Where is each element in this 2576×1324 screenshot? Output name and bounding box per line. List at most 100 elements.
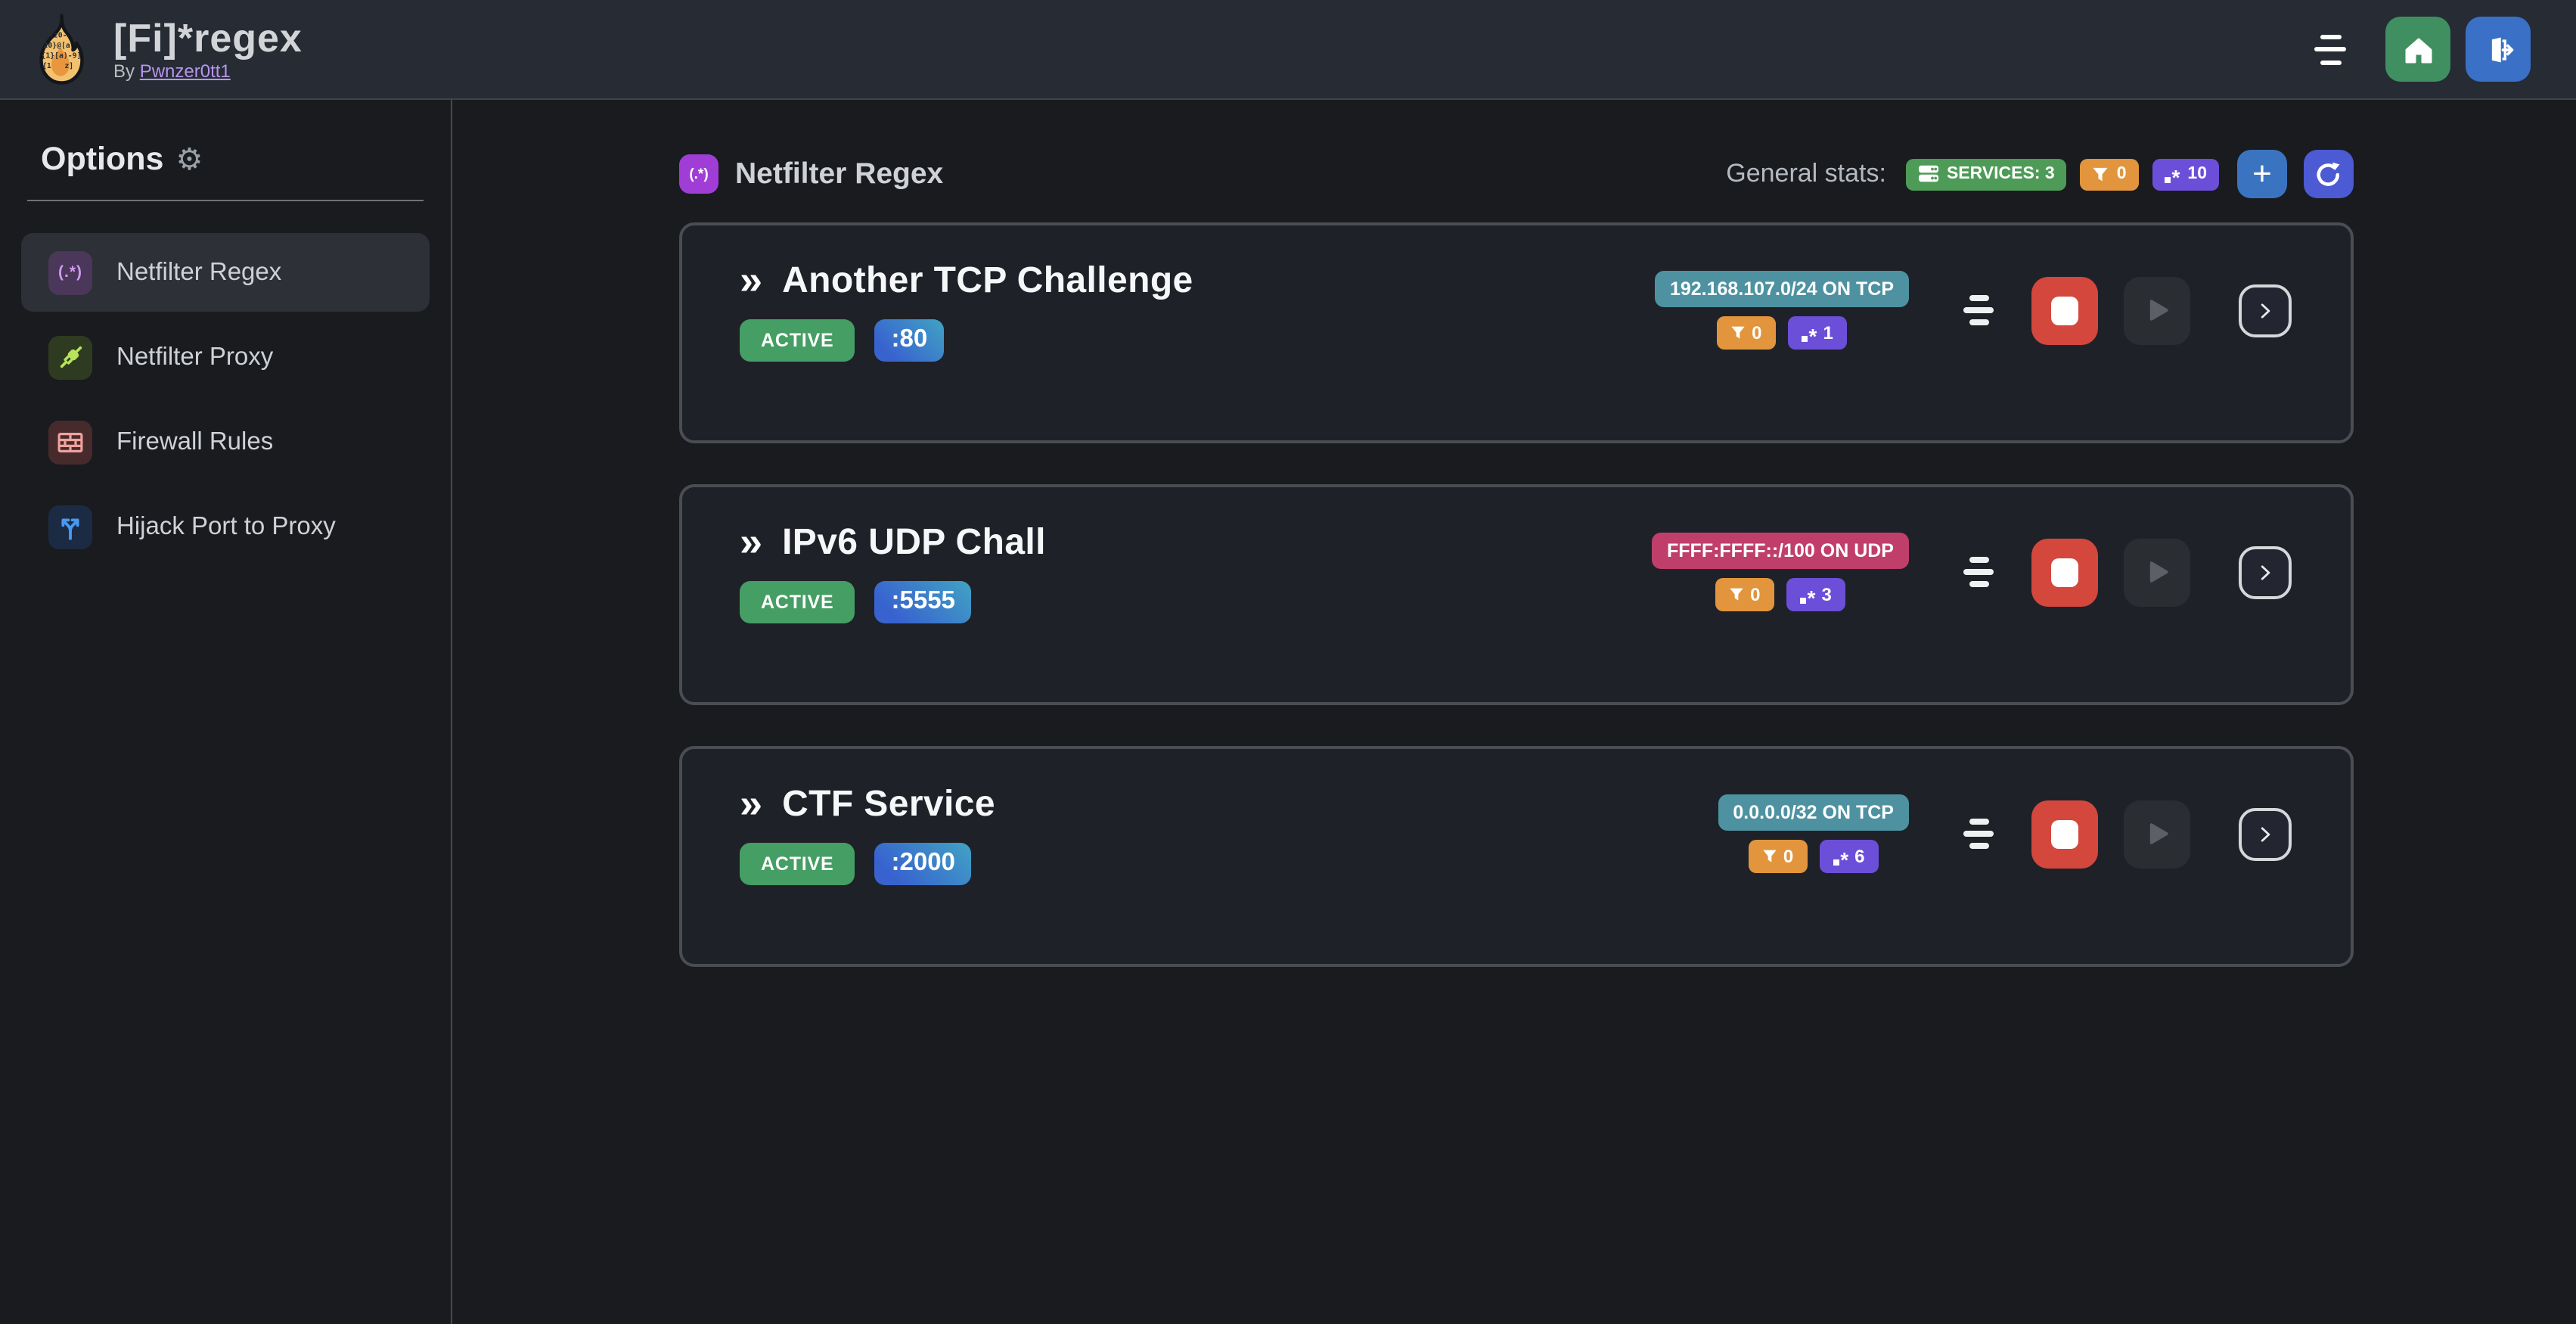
plug-icon — [48, 335, 92, 379]
sidebar-item-netfilter-proxy[interactable]: Netfilter Proxy — [21, 318, 430, 396]
target-badge: 0.0.0.0/32 ON TCP — [1718, 794, 1909, 831]
service-card-controls: FFFF:FFFF::/100 ON UDP 0 * 3 — [1652, 533, 2292, 611]
service-card: » CTF Service ACTIVE :2000 0.0.0.0/32 ON… — [679, 746, 2354, 967]
target-stack: FFFF:FFFF::/100 ON UDP 0 * 3 — [1652, 533, 1909, 611]
status-badge: ACTIVE — [740, 319, 855, 361]
section-header: (.*) Netfilter Regex General stats: SERV… — [679, 150, 2354, 198]
play-button[interactable] — [2124, 276, 2190, 344]
flame-logo-icon: -z0- 20}@[a {1}[a)-9] {1 z] — [39, 13, 84, 84]
brick-wall-icon — [48, 420, 92, 464]
section-title: Netfilter Regex — [735, 157, 944, 190]
regex-count-label: 10 — [2187, 165, 2207, 183]
top-bar: -z0- 20}@[a {1}[a)-9] {1 z] [Fi]*regex B… — [0, 0, 2576, 100]
filter-count-label: 0 — [2116, 165, 2127, 183]
sidebar-item-label: Netfilter Regex — [116, 258, 282, 285]
service-title: CTF Service — [782, 783, 995, 824]
target-stack: 0.0.0.0/32 ON TCP 0 * 6 — [1718, 794, 1909, 873]
expand-button[interactable] — [2239, 284, 2292, 337]
app-title-block: [Fi]*regex By Pwnzer0tt1 — [113, 17, 303, 82]
status-badge: ACTIVE — [740, 842, 855, 884]
svg-text:{1 z]: {1 z] — [42, 61, 73, 70]
svg-text:-z0-: -z0- — [49, 31, 67, 39]
chevrons-right-icon: » — [740, 781, 763, 826]
chevrons-right-icon: » — [740, 257, 763, 303]
stop-button[interactable] — [2031, 276, 2098, 344]
chevron-right-icon — [2261, 564, 2270, 580]
author-link[interactable]: Pwnzer0tt1 — [139, 61, 231, 82]
funnel-icon — [1731, 326, 1745, 339]
services-count-label: SERVICES: 3 — [1946, 165, 2055, 183]
sidebar-item-netfilter-regex[interactable]: (.*) Netfilter Regex — [21, 233, 430, 312]
svg-text:{1}[a)-9]: {1}[a)-9] — [42, 51, 82, 60]
regex-dot-star-icon: * — [1799, 584, 1815, 608]
stop-icon — [2051, 819, 2078, 848]
expand-button[interactable] — [2239, 807, 2292, 860]
card-menu-icon[interactable] — [1963, 819, 1994, 849]
service-card-left: » Another TCP Challenge ACTIVE :80 — [740, 260, 1193, 361]
card-menu-icon[interactable] — [1963, 295, 1994, 325]
stop-button[interactable] — [2031, 800, 2098, 868]
byline: By Pwnzer0tt1 — [113, 61, 303, 82]
stats-badges: SERVICES: 3 0 * 10 — [1905, 158, 2219, 190]
app-title: [Fi]*regex — [113, 15, 303, 61]
logout-icon — [2491, 36, 2513, 62]
play-button[interactable] — [2124, 800, 2190, 868]
service-title: Another TCP Challenge — [782, 260, 1193, 300]
logout-button[interactable] — [2466, 17, 2531, 82]
play-icon — [2149, 823, 2168, 844]
sidebar-nav: (.*) Netfilter Regex Netfilter Proxy — [21, 233, 430, 566]
regex-count-badge: * 1 — [1787, 316, 1847, 350]
regex-icon: (.*) — [48, 250, 92, 294]
stop-icon — [2051, 296, 2078, 325]
regex-count-badge: * 6 — [1819, 840, 1879, 873]
service-card: » IPv6 UDP Chall ACTIVE :5555 FFFF:FFFF:… — [679, 484, 2354, 705]
port-badge: :2000 — [874, 842, 972, 884]
service-list: » Another TCP Challenge ACTIVE :80 192.1… — [679, 222, 2354, 967]
home-icon — [2404, 37, 2432, 63]
refresh-button[interactable] — [2304, 150, 2354, 198]
play-icon — [2149, 300, 2168, 321]
main-content: (.*) Netfilter Regex General stats: SERV… — [454, 100, 2576, 1324]
expand-button[interactable] — [2239, 545, 2292, 598]
card-menu-icon[interactable] — [1963, 557, 1994, 587]
sidebar-item-hijack-port[interactable]: Hijack Port to Proxy — [21, 487, 430, 566]
menu-icon[interactable] — [2314, 34, 2346, 64]
status-badge: ACTIVE — [740, 580, 855, 623]
target-badge: 192.168.107.0/24 ON TCP — [1654, 271, 1909, 307]
regex-dot-star-icon: * — [1833, 846, 1848, 870]
service-card: » Another TCP Challenge ACTIVE :80 192.1… — [679, 222, 2354, 443]
server-icon — [1918, 165, 1938, 182]
chevrons-right-icon: » — [740, 519, 763, 564]
gear-icon: ⚙ — [175, 144, 203, 177]
target-stack: 192.168.107.0/24 ON TCP 0 * 1 — [1654, 271, 1909, 350]
sidebar-divider — [27, 200, 424, 201]
play-button[interactable] — [2124, 538, 2190, 606]
svg-text:20}@[a: 20}@[a — [44, 41, 70, 49]
sidebar-heading: Options ⚙ — [21, 141, 430, 179]
service-card-controls: 0.0.0.0/32 ON TCP 0 * 6 — [1718, 794, 2292, 873]
sidebar-item-label: Netfilter Proxy — [116, 343, 274, 370]
sidebar: Options ⚙ (.*) Netfilter Regex — [0, 100, 452, 1324]
refresh-icon — [2317, 161, 2340, 185]
services-count-badge: SERVICES: 3 — [1905, 158, 2067, 190]
service-title: IPv6 UDP Chall — [782, 521, 1046, 562]
regex-count-badge: * 10 — [2152, 158, 2219, 190]
sidebar-item-label: Hijack Port to Proxy — [116, 512, 336, 539]
add-service-button[interactable]: + — [2237, 150, 2287, 198]
filter-count-badge: 0 — [1717, 316, 1776, 350]
home-button[interactable] — [2385, 17, 2450, 82]
funnel-icon — [1730, 588, 1743, 601]
regex-dot-star-icon: * — [1801, 322, 1817, 347]
port-badge: :80 — [874, 319, 945, 361]
service-card-left: » IPv6 UDP Chall ACTIVE :5555 — [740, 521, 1046, 623]
play-icon — [2149, 561, 2168, 583]
filter-count-badge: 0 — [1715, 578, 1774, 611]
funnel-icon — [2093, 166, 2109, 181]
split-arrows-icon — [48, 505, 92, 549]
sidebar-item-firewall-rules[interactable]: Firewall Rules — [21, 402, 430, 481]
port-badge: :5555 — [874, 580, 972, 623]
sidebar-heading-label: Options — [41, 141, 164, 177]
filter-count-badge: 0 — [1748, 840, 1808, 873]
stop-button[interactable] — [2031, 538, 2098, 606]
